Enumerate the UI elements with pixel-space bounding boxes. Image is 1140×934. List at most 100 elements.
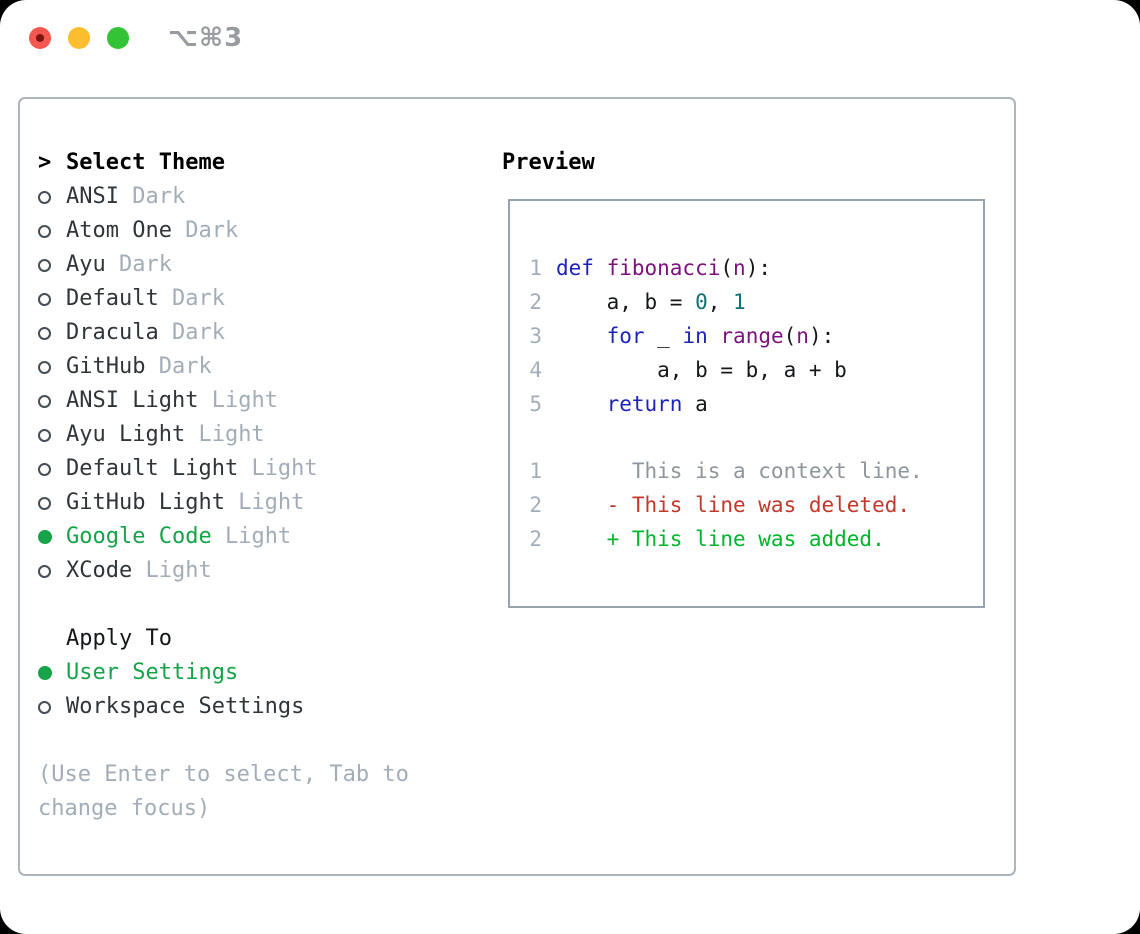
code-token: a, b = b, a + b bbox=[556, 358, 847, 382]
code-line: 2 a, b = 0, 1 bbox=[510, 285, 983, 319]
minimize-window-button[interactable] bbox=[68, 27, 90, 49]
theme-name: Ayu Light bbox=[66, 422, 199, 447]
theme-option[interactable]: Dracula Dark bbox=[38, 316, 409, 350]
code-token: ( bbox=[720, 256, 734, 280]
select-theme-title: Select Theme bbox=[66, 150, 225, 175]
code-token: _ bbox=[644, 324, 683, 348]
theme-name: Atom One bbox=[66, 218, 186, 243]
radio-icon bbox=[38, 190, 51, 204]
window-title-shortcut: ⌥⌘3 bbox=[168, 23, 244, 53]
code-token: ): bbox=[808, 324, 835, 348]
code-token: fibonacci bbox=[606, 256, 721, 280]
theme-variant: Light bbox=[238, 490, 305, 515]
theme-option[interactable]: GitHub Dark bbox=[38, 350, 409, 384]
theme-name: XCode bbox=[66, 558, 146, 583]
diff-line-deleted: 2 - This line was deleted. bbox=[510, 488, 983, 522]
code-line: 3 for _ in range(n): bbox=[510, 319, 983, 353]
select-theme-heading: > Select Theme bbox=[38, 146, 409, 180]
code-token: ( bbox=[783, 324, 797, 348]
theme-selector-panel: > Select Theme ANSI Dark Atom One Dark A… bbox=[18, 97, 1016, 876]
close-dot-icon bbox=[36, 34, 44, 42]
radio-icon bbox=[38, 666, 52, 680]
code-token: range bbox=[720, 324, 784, 348]
window-titlebar: ⌥⌘3 bbox=[29, 23, 244, 53]
code-token bbox=[556, 324, 607, 348]
code-token: n bbox=[733, 256, 746, 280]
code-token: in bbox=[682, 324, 708, 348]
line-number: 4 bbox=[529, 358, 542, 382]
theme-variant: Dark bbox=[118, 252, 172, 277]
code-token bbox=[556, 392, 607, 416]
radio-icon bbox=[38, 700, 51, 714]
theme-variant: Light bbox=[198, 422, 265, 447]
theme-variant: Dark bbox=[171, 320, 225, 345]
code-token: a bbox=[682, 392, 708, 416]
help-line-1: (Use Enter to select, Tab to bbox=[38, 762, 409, 787]
radio-icon bbox=[38, 326, 51, 340]
diff-sample: 1 This is a context line. 2 - This line … bbox=[510, 454, 983, 556]
theme-option[interactable]: Ayu Dark bbox=[38, 248, 409, 282]
theme-name: Ayu bbox=[66, 252, 119, 277]
radio-icon bbox=[38, 258, 51, 272]
radio-icon bbox=[38, 360, 51, 374]
radio-icon bbox=[38, 428, 51, 442]
line-number: 1 bbox=[529, 459, 542, 483]
line-number: 2 bbox=[529, 493, 542, 517]
theme-option[interactable]: GitHub Light Light bbox=[38, 486, 409, 520]
code-token bbox=[708, 324, 721, 348]
line-number: 2 bbox=[529, 290, 542, 314]
theme-list-column: > Select Theme ANSI Dark Atom One Dark A… bbox=[38, 146, 409, 826]
theme-name: GitHub Light bbox=[66, 490, 239, 515]
code-token: n bbox=[796, 324, 809, 348]
theme-variant: Dark bbox=[132, 184, 186, 209]
theme-name: ANSI Light bbox=[66, 388, 212, 413]
radio-icon bbox=[38, 292, 51, 306]
theme-option[interactable]: XCode Light bbox=[38, 554, 409, 588]
theme-name: GitHub bbox=[66, 354, 159, 379]
radio-icon bbox=[38, 564, 51, 578]
line-number: 2 bbox=[529, 527, 542, 551]
radio-icon bbox=[38, 394, 51, 408]
apply-to-list: User Settings Workspace Settings bbox=[38, 656, 409, 724]
theme-option[interactable]: ANSI Light Light bbox=[38, 384, 409, 418]
theme-list: ANSI Dark Atom One Dark Ayu Dark Default… bbox=[38, 180, 409, 588]
help-line-2: change focus) bbox=[38, 796, 211, 821]
theme-option[interactable]: Default Dark bbox=[38, 282, 409, 316]
radio-icon bbox=[38, 496, 51, 510]
theme-option[interactable]: Atom One Dark bbox=[38, 214, 409, 248]
theme-name: Default bbox=[66, 286, 172, 311]
code-line: 4 a, b = b, a + b bbox=[510, 353, 983, 387]
apply-to-heading: Apply To bbox=[38, 622, 409, 656]
code-token: , bbox=[707, 290, 734, 314]
code-token: ): bbox=[745, 256, 771, 280]
theme-variant: Light bbox=[251, 456, 318, 481]
apply-to-option[interactable]: Workspace Settings bbox=[38, 690, 409, 724]
theme-name: Google Code bbox=[66, 524, 225, 549]
code-token: for bbox=[606, 324, 645, 348]
theme-variant: Light bbox=[211, 388, 278, 413]
theme-variant: Light bbox=[145, 558, 212, 583]
line-number: 5 bbox=[529, 392, 542, 416]
code-preview-box: 1 def fibonacci(n): 2 a, b = 0, 1 3 for … bbox=[508, 199, 985, 608]
code-token: 1 bbox=[733, 290, 746, 314]
apply-to-option[interactable]: User Settings bbox=[38, 656, 409, 690]
diff-line-added: 2 + This line was added. bbox=[510, 522, 983, 556]
theme-variant: Dark bbox=[158, 354, 212, 379]
code-token: a, b = bbox=[556, 290, 696, 314]
preview-title: Preview bbox=[502, 150, 595, 175]
help-text: (Use Enter to select, Tab to change focu… bbox=[38, 758, 409, 826]
theme-option[interactable]: Ayu Light Light bbox=[38, 418, 409, 452]
theme-name: Workspace Settings bbox=[66, 694, 305, 719]
theme-variant: Light bbox=[224, 524, 292, 549]
theme-option[interactable]: Google Code Light bbox=[38, 520, 409, 554]
radio-icon bbox=[38, 224, 51, 238]
theme-option[interactable]: Default Light Light bbox=[38, 452, 409, 486]
close-window-button[interactable] bbox=[29, 27, 51, 49]
maximize-window-button[interactable] bbox=[107, 27, 129, 49]
theme-option[interactable]: ANSI Dark bbox=[38, 180, 409, 214]
radio-icon bbox=[38, 462, 51, 476]
code-sample: 1 def fibonacci(n): 2 a, b = 0, 1 3 for … bbox=[510, 201, 983, 421]
theme-variant: Dark bbox=[171, 286, 225, 311]
theme-variant: Dark bbox=[185, 218, 239, 243]
